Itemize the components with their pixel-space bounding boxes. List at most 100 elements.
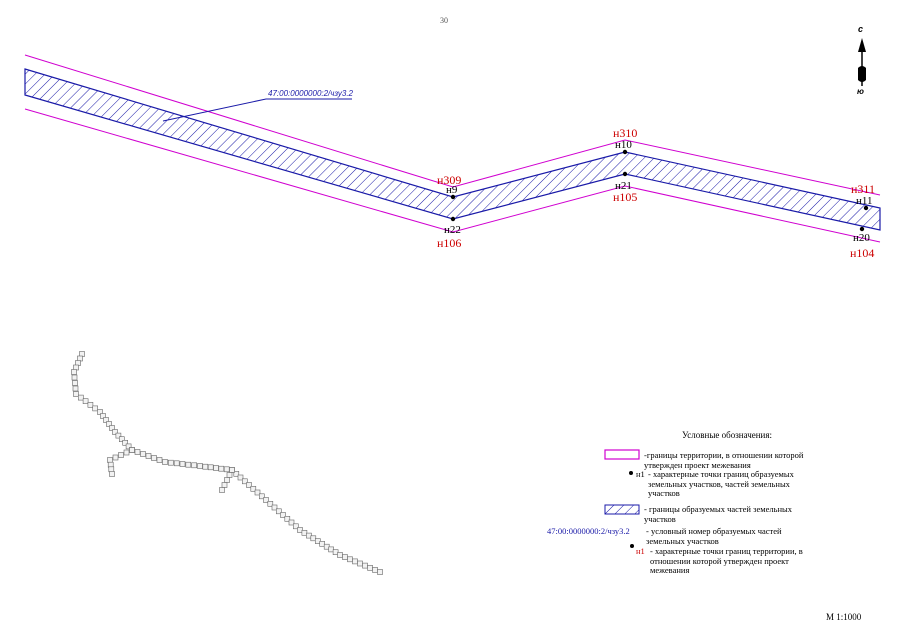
south-label: ю xyxy=(857,87,864,96)
overview-square xyxy=(218,465,225,472)
overview-square xyxy=(377,569,383,575)
page-number: 30 xyxy=(440,16,448,25)
north-label: с xyxy=(858,24,864,34)
overview-square xyxy=(100,413,106,419)
overview-square xyxy=(173,460,180,467)
overview-square xyxy=(280,512,286,518)
point-marker-n20 xyxy=(859,226,865,232)
overview-square xyxy=(284,515,291,522)
overview-square xyxy=(112,429,118,435)
overview-square xyxy=(145,453,152,459)
point-label-n105: н105 xyxy=(613,190,637,204)
point-label-n106: н106 xyxy=(437,236,461,250)
point-marker-n10 xyxy=(622,149,628,155)
point-label-n11: н11 xyxy=(856,195,872,207)
legend-hatch-symbol-icon xyxy=(604,504,640,515)
overview-square xyxy=(207,464,214,471)
legend-marker-text: н1 xyxy=(636,469,645,479)
overview-square xyxy=(87,401,94,408)
overview-square xyxy=(156,457,163,463)
legend-red-point-icon xyxy=(630,544,634,548)
legend-text: - характерные точки границ территории, в… xyxy=(650,546,803,575)
point-label-n9: н9 xyxy=(446,184,458,196)
point-label-n309: н309 xyxy=(437,173,461,187)
overview-square xyxy=(71,374,78,381)
legend-text: - условный номер образуемых частей земел… xyxy=(646,526,782,546)
legend-marker-text: 47:00:0000000:2/чзу3.2 xyxy=(547,526,630,536)
overview-square xyxy=(263,497,269,503)
overview-square xyxy=(122,439,128,446)
overview-square xyxy=(275,508,282,515)
overview-square xyxy=(118,452,124,458)
overview-square xyxy=(119,436,125,443)
overview-square xyxy=(314,538,321,544)
overview-square xyxy=(229,467,235,473)
overview-square xyxy=(362,562,368,569)
overview-square xyxy=(219,487,225,493)
legend-item-parcel-parts: - границы образуемых частей земельных уч… xyxy=(644,504,814,524)
overview-square xyxy=(250,485,257,492)
overview-square xyxy=(140,451,146,457)
overview-square xyxy=(179,461,186,467)
legend-black-point-icon xyxy=(629,471,633,475)
overview-square xyxy=(115,432,122,439)
overview-square xyxy=(233,470,240,477)
parcel-label: 47:00:0000000:2/чзу3.2 xyxy=(268,89,354,98)
overview-square xyxy=(82,398,89,405)
point-label-n20: н20 xyxy=(853,232,870,244)
overview-square xyxy=(109,471,115,477)
overview-square xyxy=(213,465,219,471)
parcel-label-leader xyxy=(162,98,352,122)
overview-square xyxy=(224,477,230,483)
legend-marker-text: н1 xyxy=(636,546,645,556)
legend-item-territory: -границы территории, в отношении которой… xyxy=(644,450,814,470)
point-label-n311: н311 xyxy=(851,182,875,196)
overview-square xyxy=(92,405,98,412)
overview-square xyxy=(342,554,348,560)
point-marker-n21 xyxy=(622,171,628,177)
point-label-n21: н21 xyxy=(615,180,632,192)
overview-square xyxy=(221,482,228,488)
overview-square xyxy=(292,523,299,530)
legend-blue-number: 47:00:0000000:2/чзу3.2 xyxy=(547,526,630,537)
overview-square xyxy=(107,461,114,468)
point-marker-n22 xyxy=(450,216,456,222)
legend-title: Условные обозначения: xyxy=(682,430,773,440)
north-arrow-icon xyxy=(858,38,866,86)
point-label-n10: н10 xyxy=(615,139,632,151)
legend-item-territory-points: - характерные точки границ территории, в… xyxy=(650,546,820,576)
point-label-n104: н104 xyxy=(850,246,874,260)
overview-square xyxy=(168,459,174,466)
overview-square xyxy=(267,500,274,507)
overview-square xyxy=(367,564,373,571)
legend-item-number: - условный номер образуемых частей земел… xyxy=(646,526,816,546)
point-marker-n11 xyxy=(863,205,869,211)
point-label-n22: н22 xyxy=(444,224,461,236)
overview-square xyxy=(106,421,112,427)
overview-square xyxy=(258,493,265,500)
overview-square xyxy=(271,504,278,511)
overview-square xyxy=(372,567,378,573)
overview-route-map xyxy=(71,351,383,575)
overview-square xyxy=(97,409,103,415)
overview-square xyxy=(123,449,130,456)
point-label-n310: н310 xyxy=(613,126,637,140)
territory-boundary-upper xyxy=(24,54,881,196)
overview-square xyxy=(352,558,358,565)
overview-square xyxy=(108,466,115,473)
legend-red-marker: н1 xyxy=(636,546,645,557)
overview-square xyxy=(288,519,295,526)
overview-square xyxy=(103,417,109,423)
overview-square xyxy=(162,459,168,465)
legend-text: - характерные точки границ образуемых зе… xyxy=(648,469,794,498)
overview-square xyxy=(185,461,192,468)
overview-square xyxy=(107,457,113,463)
legend-text: - границы образуемых частей земельных уч… xyxy=(644,504,792,524)
overview-square xyxy=(202,463,209,470)
overview-square xyxy=(129,447,135,453)
overview-square xyxy=(337,552,343,558)
overview-square xyxy=(112,454,119,461)
overview-square xyxy=(151,455,157,461)
legend-item-points: - характерные точки границ образуемых зе… xyxy=(648,469,816,499)
